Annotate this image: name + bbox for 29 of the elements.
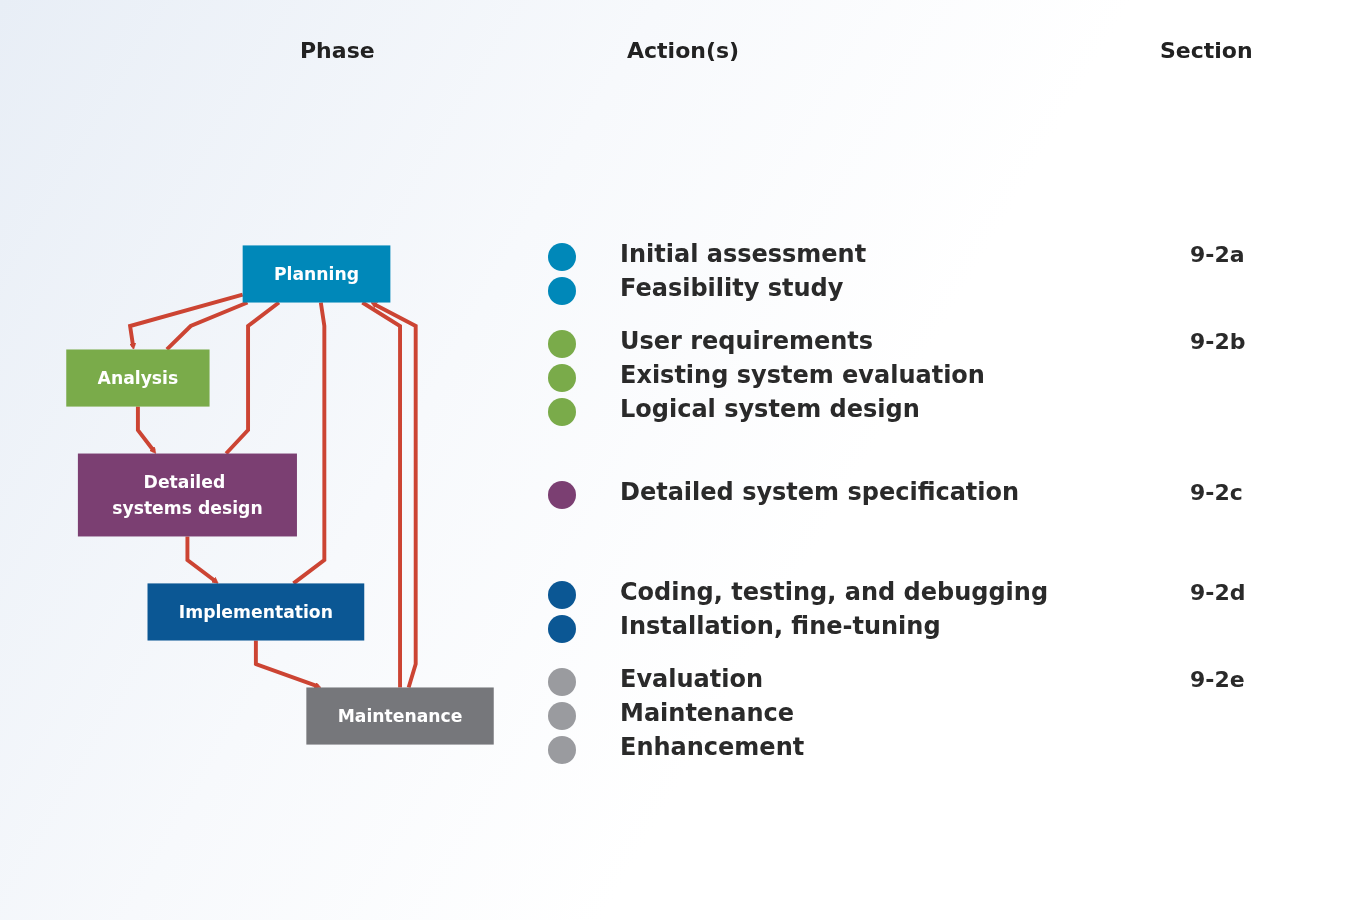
phase-box: Planning xyxy=(242,245,391,303)
arrow xyxy=(135,406,157,454)
action-text: Maintenance xyxy=(620,699,794,727)
section-number: 9-2c xyxy=(1190,480,1243,505)
phase-box: Maintenance xyxy=(306,687,494,745)
section-number: 9-2a xyxy=(1190,241,1245,267)
arrow xyxy=(253,640,322,689)
section-number: 9-2e xyxy=(1190,667,1245,692)
column-header: Action(s) xyxy=(627,38,740,63)
column-header: Phase xyxy=(300,38,375,63)
action-text: Existing system evaluation xyxy=(620,361,985,390)
action-text: Logical system design xyxy=(620,395,920,424)
action-text: Initial assessment xyxy=(620,239,867,268)
arrow xyxy=(185,536,219,584)
arrow xyxy=(127,292,244,350)
arrow xyxy=(370,302,418,689)
action-text: Installation, fine-tuning xyxy=(620,611,941,640)
section-number: 9-2b xyxy=(1190,329,1246,355)
action-text: Detailed system specification xyxy=(620,478,1020,506)
section-number: 9-2d xyxy=(1190,579,1246,605)
phase-box: Implementation xyxy=(147,583,365,641)
action-text: Coding, testing, and debugging xyxy=(620,577,1049,606)
action-text: User requirements xyxy=(620,327,874,356)
column-header: Section xyxy=(1160,38,1253,63)
action-text: Evaluation xyxy=(620,665,763,693)
phase-box: Detailed systems design xyxy=(77,453,297,537)
action-text: Enhancement xyxy=(620,733,805,761)
phase-box: Analysis xyxy=(66,349,210,407)
action-text: Feasibility study xyxy=(620,273,844,302)
